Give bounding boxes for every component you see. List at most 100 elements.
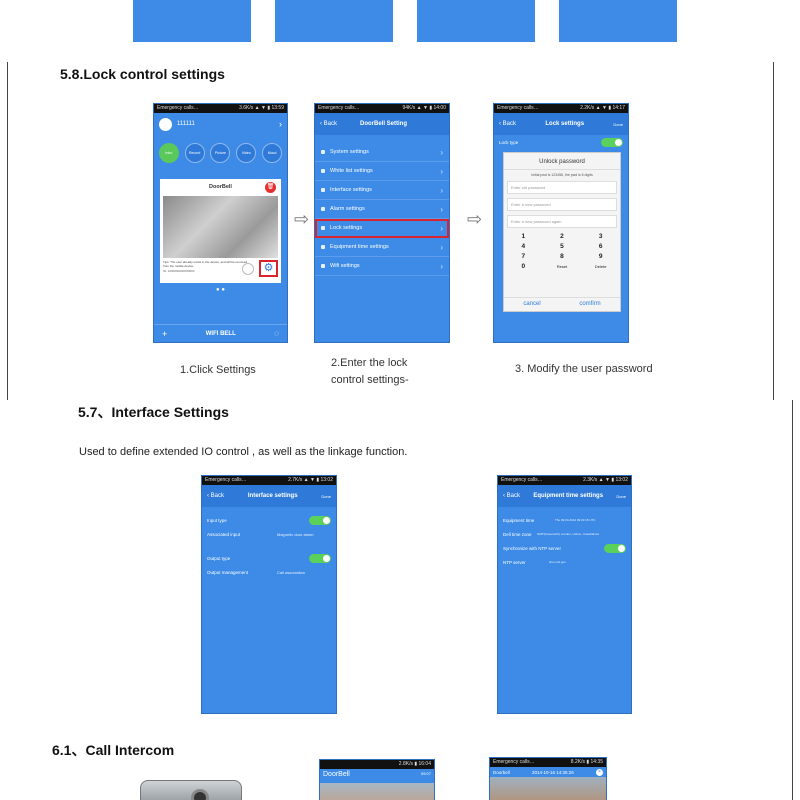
back-button[interactable]: ‹ Back <box>499 121 517 127</box>
old-password-field[interactable]: Enter old password <box>507 181 617 194</box>
phone-doorbell-setting: Emergency calls… 94K/s ▲ ▼ ▮ 14:00 ‹ Bac… <box>314 103 450 343</box>
menu-item-white-list[interactable]: White list settings› <box>315 162 449 181</box>
ntp-sync-toggle[interactable] <box>604 543 626 553</box>
key-7[interactable]: 7 <box>521 253 526 260</box>
key-1[interactable]: 1 <box>521 233 526 240</box>
mode-button-mood[interactable]: Mood <box>262 143 283 163</box>
mode-button-record[interactable]: Record <box>184 143 205 163</box>
status-right: 2.8K/s ▮ 16:04 <box>398 761 431 767</box>
caller-video <box>320 783 434 800</box>
status-right: 2.7K/s ▲ ▼ ▮ 13:02 <box>288 477 333 483</box>
camera-lens-icon <box>191 789 209 800</box>
key-2[interactable]: 2 <box>560 233 564 240</box>
menu-item-alarm-settings[interactable]: Alarm settings› <box>315 200 449 219</box>
input-type-toggle[interactable] <box>309 515 331 525</box>
status-left: Emergency calls… <box>157 105 199 111</box>
menu-item-equipment-time[interactable]: Equipment time settings› <box>315 238 449 257</box>
top-tile-3 <box>417 0 535 42</box>
top-tile-1 <box>133 0 251 42</box>
status-right: 94K/s ▲ ▼ ▮ 14:00 <box>402 105 446 111</box>
status-left: Emergency calls… <box>205 477 247 483</box>
status-right: 3.6K/s ▲ ▼ ▮ 13:59 <box>239 105 284 111</box>
dialog-actions: cancel comfirm <box>504 297 620 307</box>
mode-buttons: Intro Record Picture Video Mood <box>154 135 287 169</box>
chevron-right-icon: › <box>440 242 443 252</box>
step3-caption: 3. Modify the user password <box>515 363 653 375</box>
camera-snapshot <box>163 196 278 258</box>
phone-intercom-video: Emergency calls… 8.2K/s ▮ 14:35 Doorbell… <box>489 757 607 800</box>
mode-button-video[interactable]: Video <box>236 143 257 163</box>
phone-equipment-time-settings: Emergency calls… 2.3K/s ▲ ▼ ▮ 13:02 ‹ Ba… <box>497 475 632 714</box>
key-0[interactable]: 0 <box>521 263 526 270</box>
key-3[interactable]: 3 <box>598 233 603 240</box>
chevron-right-icon: › <box>440 147 443 157</box>
status-left: Emergency calls… <box>493 759 535 765</box>
refresh-icon[interactable]: ◌ <box>274 329 279 338</box>
add-icon[interactable]: + <box>162 328 168 339</box>
chevron-right-icon[interactable]: › <box>279 119 282 129</box>
menu-item-system-settings[interactable]: System settings› <box>315 143 449 162</box>
share-icon[interactable] <box>242 263 254 275</box>
lock-type-toggle[interactable] <box>601 137 623 147</box>
confirm-button[interactable]: comfirm <box>579 301 601 307</box>
back-button[interactable]: ‹ Back <box>503 493 521 499</box>
done-button[interactable]: Done <box>613 121 623 127</box>
page-title: Interface settings <box>247 493 298 499</box>
step-arrow-2: ⇨ <box>467 209 483 229</box>
chevron-right-icon: › <box>440 261 443 271</box>
ntp-sync-row: Synchronize with NTP server <box>498 541 631 555</box>
new-password-field[interactable]: Enter a new password <box>507 198 617 211</box>
chevron-right-icon: › <box>440 166 443 176</box>
cancel-button[interactable]: cancel <box>523 301 541 307</box>
done-button[interactable]: Done <box>321 493 331 499</box>
page-title: Lock settings <box>545 121 585 127</box>
status-left: Emergency calls… <box>318 105 360 111</box>
status-right: 2.2K/s ▲ ▼ ▮ 14:17 <box>580 105 625 111</box>
step2-caption-line1: 2.Enter the lock <box>331 357 408 369</box>
status-left: Emergency calls… <box>497 105 539 111</box>
trash-icon[interactable]: 🗑 <box>265 182 276 193</box>
mode-button-intro[interactable]: Intro <box>158 143 179 163</box>
step2-caption-line2: control settings- <box>331 374 409 386</box>
back-button[interactable]: ‹ Back <box>320 121 338 127</box>
key-8[interactable]: 8 <box>560 253 564 260</box>
key-6[interactable]: 6 <box>598 243 603 250</box>
close-icon[interactable]: × <box>596 768 603 776</box>
output-type-toggle[interactable] <box>309 553 331 563</box>
key-reset[interactable]: Reset <box>556 264 568 269</box>
status-left: Emergency calls… <box>501 477 543 483</box>
call-title: DoorBell <box>323 771 350 778</box>
confirm-password-field[interactable]: Enter a new password again <box>507 215 617 228</box>
card-title: DoorBell <box>209 184 232 190</box>
mode-button-picture[interactable]: Picture <box>210 143 231 163</box>
step1-caption: 1.Click Settings <box>180 364 256 376</box>
dialog-title: Unlock password <box>504 153 620 170</box>
top-tile-2 <box>275 0 393 42</box>
status-right: 2.3K/s ▲ ▼ ▮ 13:02 <box>583 477 628 483</box>
call-time: 09:07 <box>420 771 431 776</box>
settings-gear-icon[interactable]: ⚙ <box>259 260 278 277</box>
video-title: Doorbell <box>493 769 510 775</box>
chevron-right-icon: › <box>440 185 443 195</box>
key-9[interactable]: 9 <box>598 253 603 260</box>
phone-intercom-call: 2.8K/s ▮ 16:04 DoorBell 09:07 <box>319 759 435 800</box>
visitor-video <box>490 777 606 800</box>
done-button[interactable]: Done <box>616 493 626 499</box>
chevron-right-icon: › <box>440 204 443 214</box>
key-delete[interactable]: Delete <box>594 264 607 269</box>
key-5[interactable]: 5 <box>560 243 564 250</box>
frame-line-left <box>7 62 8 400</box>
menu-item-wifi-settings[interactable]: Wifi settings› <box>315 257 449 276</box>
menu-item-lock-settings[interactable]: Lock settings› <box>315 219 449 238</box>
back-button[interactable]: ‹ Back <box>207 493 225 499</box>
notice-sub: ID: 1000000000000000 <box>163 269 195 273</box>
unlock-password-dialog: Unlock password Initial pwd is 123456, t… <box>503 152 621 312</box>
key-4[interactable]: 4 <box>521 243 526 250</box>
menu-item-interface-settings[interactable]: Interface settings› <box>315 181 449 200</box>
lock-section-title: 5.8.Lock control settings <box>60 66 225 82</box>
